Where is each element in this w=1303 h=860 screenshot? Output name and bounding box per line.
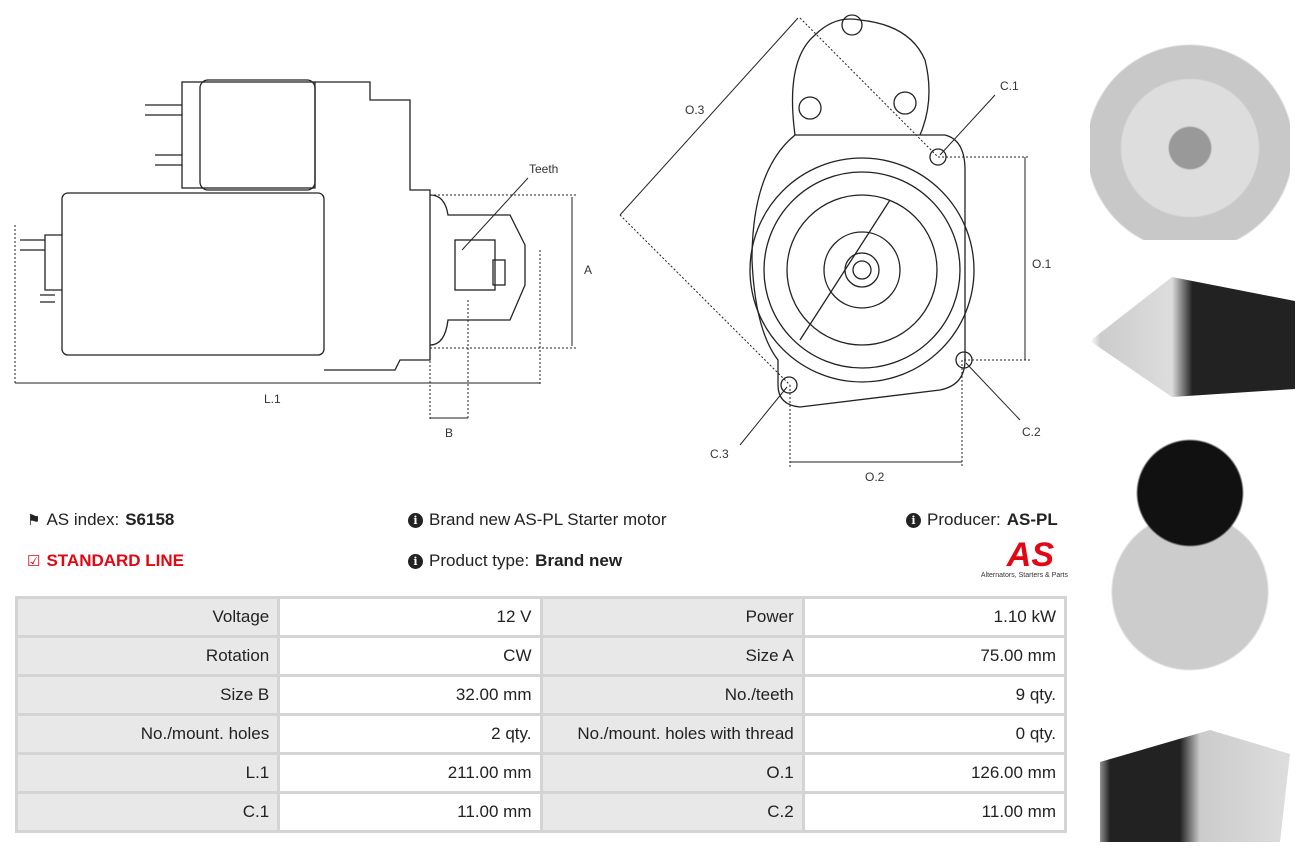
label-teeth: Teeth (529, 162, 558, 176)
description: i Brand new AS-PL Starter motor (408, 510, 666, 530)
spec-value: 75.00 mm (801, 635, 1068, 677)
spec-value: 211.00 mm (277, 752, 543, 794)
producer-label: Producer: (927, 510, 1001, 529)
spec-label: No./teeth (539, 674, 805, 716)
line-label: STANDARD LINE (46, 551, 185, 570)
spec-label: Voltage (14, 596, 281, 638)
info-icon: i (408, 553, 423, 569)
spec-label: Size A (539, 635, 805, 677)
logo-tagline: Alternators, Starters & Parts (980, 572, 1068, 579)
product-photo-side (1090, 277, 1295, 397)
spec-value: 126.00 mm (801, 752, 1068, 794)
spec-value: 1.10 kW (801, 596, 1068, 638)
product-photo-rear (1090, 415, 1290, 675)
label-c3: C.3 (710, 447, 729, 461)
label-o1: O.1 (1032, 257, 1052, 271)
spec-value: 2 qty. (277, 713, 543, 755)
as-index-label: AS index: (46, 510, 120, 529)
spec-label: Size B (14, 674, 281, 716)
label-o3: O.3 (685, 103, 705, 117)
label-c2: C.2 (1022, 425, 1041, 439)
label-o2: O.2 (865, 470, 885, 484)
spec-value: 9 qty. (801, 674, 1068, 716)
logo-mark: AS (1006, 536, 1054, 574)
product-type: i Product type: Brand new (408, 551, 622, 571)
desc-text: Brand new AS-PL Starter motor (429, 510, 667, 529)
tag-icon: ⚑ (27, 512, 41, 529)
checkbox-icon: ☑ (27, 553, 41, 570)
front-view (749, 14, 975, 408)
producer: i Producer: AS-PL (906, 510, 1058, 530)
label-a: A (584, 263, 592, 277)
spec-label: Power (539, 596, 805, 638)
spec-label: No./mount. holes (14, 713, 281, 755)
product-photo-side-2 (1100, 730, 1290, 842)
product-photo-front (1090, 10, 1290, 240)
side-view (20, 79, 526, 371)
info-icon: i (906, 512, 921, 528)
spec-value: 11.00 mm (277, 791, 543, 833)
type-value: Brand new (535, 551, 623, 570)
spec-label: O.1 (539, 752, 805, 794)
spec-value: 32.00 mm (277, 674, 543, 716)
info-icon: i (408, 512, 423, 528)
type-label: Product type: (429, 551, 530, 570)
spec-label: C.1 (14, 791, 281, 833)
as-logo: AS Alternators, Starters & Parts (966, 538, 1068, 579)
as-index: ⚑ AS index: S6158 (27, 510, 174, 530)
standard-line: ☑ STANDARD LINE (27, 551, 184, 571)
as-index-value: S6158 (125, 510, 175, 529)
technical-drawing: L.1 B A Teeth O.1 O.2 O.3 C.1 C.2 C.3 (14, 14, 1052, 484)
producer-value: AS-PL (1006, 510, 1058, 529)
spec-value: 12 V (277, 596, 543, 638)
label-b: B (445, 426, 453, 440)
label-c1: C.1 (1000, 79, 1019, 93)
spec-label: No./mount. holes with thread (539, 713, 805, 755)
label-l1: L.1 (264, 392, 281, 406)
spec-label: Rotation (14, 635, 281, 677)
spec-label: C.2 (539, 791, 805, 833)
spec-label: L.1 (14, 752, 281, 794)
spec-value: 11.00 mm (801, 791, 1068, 833)
spec-value: CW (277, 635, 543, 677)
spec-value: 0 qty. (801, 713, 1068, 755)
